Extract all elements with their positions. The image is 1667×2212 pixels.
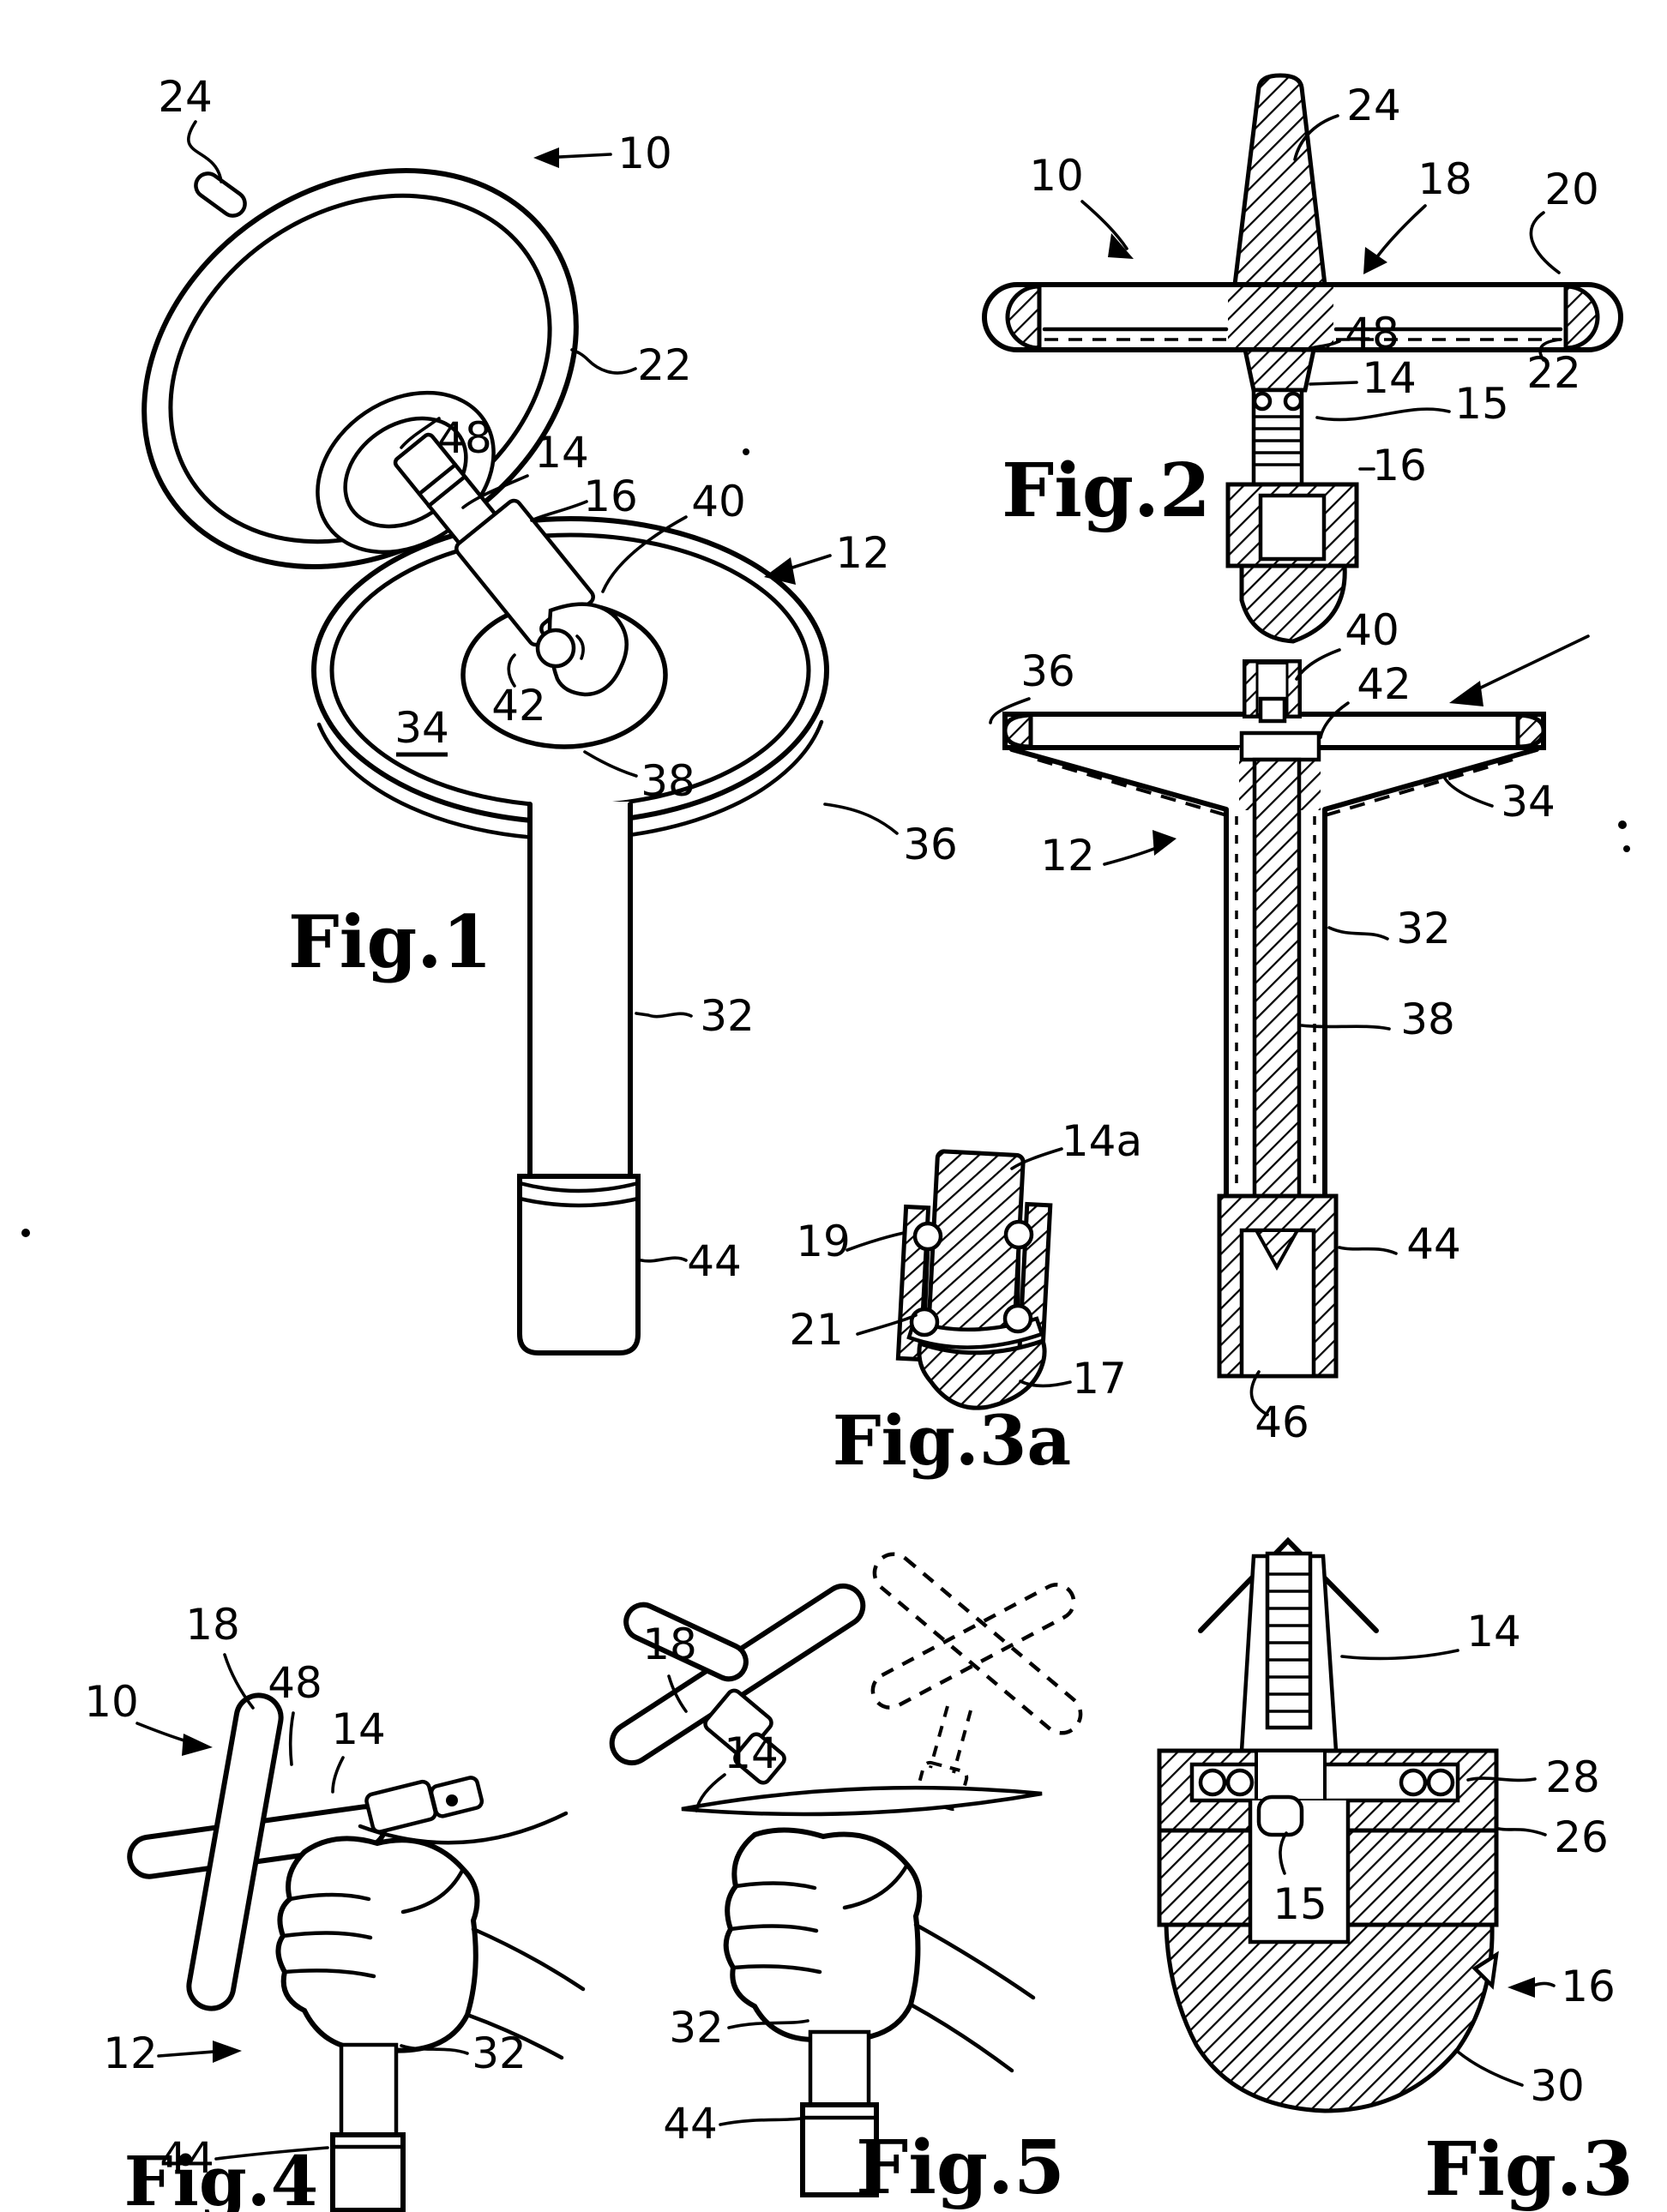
fig5-hand: [723, 1827, 923, 2042]
fig4-label-14: 14: [331, 1704, 386, 1754]
fig1-label-10: 10: [617, 129, 672, 178]
fig1-label-44: 44: [687, 1236, 742, 1286]
fig3-label-28: 28: [1545, 1752, 1600, 1802]
fig1-caption: Fig.1: [288, 899, 492, 984]
section-ring-42: [1239, 730, 1321, 762]
fig2-label-10: 10: [1029, 151, 1084, 201]
section-label-44: 44: [1406, 1219, 1461, 1269]
fig3-label-15: 15: [1273, 1879, 1327, 1929]
fig5-label-14: 14: [724, 1728, 779, 1778]
fig2-label-16: 16: [1372, 441, 1427, 490]
fig5-disc-edge: [681, 1785, 1043, 1817]
section-label-42: 42: [1357, 659, 1411, 709]
section-label-32: 32: [1396, 904, 1451, 953]
fig4-label-18: 18: [185, 1600, 240, 1650]
fig5-label-18: 18: [642, 1620, 697, 1669]
fig2-label-20: 20: [1544, 165, 1599, 214]
fig3a-label-21: 21: [789, 1305, 844, 1355]
fig3a-label-19: 19: [796, 1217, 851, 1266]
fig1-label-12: 12: [835, 528, 890, 578]
fig3a-ball-21: [909, 1307, 940, 1337]
section-label-12: 12: [1040, 831, 1095, 881]
fig5-tool-in-hand: [609, 1583, 1043, 2197]
fig1-clevis-40: [547, 602, 629, 697]
fig3a-bit-tip: [895, 1149, 1053, 1410]
fig5-phantom-handle: [870, 1552, 1083, 1812]
section-label-38: 38: [1400, 995, 1455, 1044]
fig1-sleeve-44: [517, 1174, 641, 1355]
figure-4: 18 10 48 14 12 32 44 Fig.4: [84, 1600, 586, 2212]
fig4-label-48: 48: [268, 1658, 322, 1708]
fig3-label-26: 26: [1554, 1812, 1609, 1862]
fig2-cross-handle: [982, 73, 1623, 644]
figure-3a: 14a 19 21 17 Fig.3a: [789, 1116, 1142, 1481]
fig3-nut-section: [1157, 1536, 1499, 2113]
fig2-label-14: 14: [1362, 353, 1417, 403]
section-label-36: 36: [1020, 646, 1075, 696]
fig1-label-40: 40: [691, 477, 746, 526]
figure-2-section: 36 40 42 34 12 32 38 44 46: [989, 605, 1590, 1447]
section-rod-38: [1252, 757, 1302, 1203]
fig5-caption: Fig.5: [856, 2125, 1065, 2211]
fig1-label-14: 14: [534, 428, 589, 478]
section-label-40: 40: [1345, 605, 1399, 655]
fig3a-caption: Fig.3a: [833, 1400, 1071, 1481]
fig3a-label-17: 17: [1072, 1354, 1127, 1404]
fig3a-ball-19: [912, 1221, 943, 1252]
fig1-label-42: 42: [491, 681, 546, 730]
fig1-pin-hole: [535, 628, 576, 669]
fig2-neck-48: [1242, 347, 1317, 393]
fig4-caption: Fig.4: [124, 2141, 319, 2212]
fig1-shank: [517, 802, 641, 1355]
fig2-label-15: 15: [1454, 379, 1509, 429]
fig3-up-arrow: [1198, 1536, 1379, 1633]
fig5-label-32: 32: [669, 2003, 724, 2053]
fig1-label-36: 36: [903, 820, 958, 869]
fig4-label-32: 32: [472, 2029, 527, 2078]
fig1-stem-joint: [393, 432, 629, 697]
figure-3: 14 28 26 15 16 30 Fig.3: [1157, 1536, 1634, 2212]
fig4-label-12: 12: [103, 2029, 158, 2078]
fig1-tab-24: [194, 171, 247, 218]
fig3-bullet-30: [1164, 1922, 1495, 2113]
section-disc-and-stem: [1002, 659, 1546, 1379]
fig2-label-24: 24: [1346, 81, 1401, 130]
fig1-label-22: 22: [637, 340, 692, 390]
figure-5: 18 14 32 44 Fig.5: [609, 1552, 1083, 2211]
fig3-label-30: 30: [1530, 2061, 1585, 2111]
fig3-label-16: 16: [1561, 1962, 1616, 2011]
fig4-tool-in-hand: [127, 1692, 586, 2212]
fig1-label-34: 34: [394, 703, 449, 753]
fig4-hand: [275, 1836, 480, 2053]
fig3-label-14: 14: [1466, 1607, 1521, 1656]
fig2-label-48: 48: [1345, 309, 1399, 358]
fig3a-label-14a: 14a: [1062, 1116, 1142, 1166]
fig5-label-44: 44: [663, 2099, 718, 2149]
fig2-label-18: 18: [1417, 154, 1472, 204]
figure-1: 24 10 22 48 14 16 40 12 38 42 34 36 32 4…: [141, 72, 958, 1355]
fig3-ball-28: [1198, 1768, 1227, 1797]
fig1-label-24: 24: [158, 72, 213, 122]
fig2-caption: Fig.2: [1002, 448, 1211, 534]
figure-2: 24 10 18 20 22 48 14 15 16 Fig.2: [982, 73, 1623, 644]
scan-artifacts: [21, 448, 1630, 1237]
section-label-46: 46: [1255, 1398, 1309, 1447]
section-label-34: 34: [1501, 777, 1556, 826]
fig1-label-16: 16: [583, 472, 638, 521]
fig3a-tip-17: [917, 1337, 1047, 1410]
fig2-label-22: 22: [1526, 348, 1581, 398]
fig1-label-38: 38: [641, 756, 695, 806]
fig1-label-48: 48: [437, 413, 492, 463]
fig3-threaded-shaft-14: [1265, 1551, 1313, 1730]
fig4-label-10: 10: [84, 1677, 139, 1727]
fig1-label-32: 32: [700, 991, 755, 1041]
fig4-label-44: 44: [159, 2133, 214, 2183]
fig3-caption: Fig.3: [1424, 2126, 1634, 2212]
